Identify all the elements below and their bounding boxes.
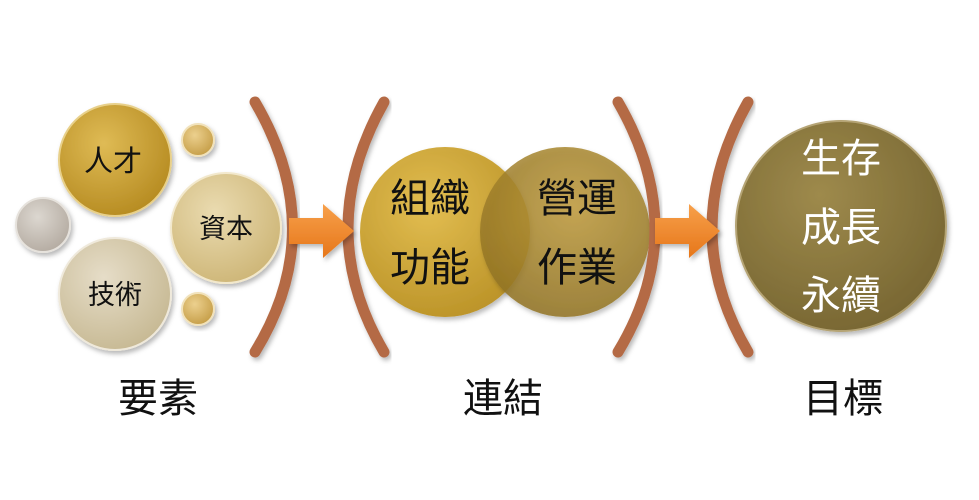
arrow-right-1 [289,204,354,258]
goal-line3: 永續 [801,273,881,319]
goal-line2: 成長 [801,205,881,251]
arrow-right-2 [655,204,720,258]
element-circle-small-top [181,123,215,157]
connection-left-line1: 組織 [390,176,470,222]
element-label-capital: 資本 [199,214,253,245]
connection-right-line1: 營運 [537,176,617,222]
connection-circle-operations [480,147,650,317]
connection-circle-organization [360,147,530,317]
element-circle-grey [15,197,71,253]
element-circle-talent [58,103,172,217]
caption-connection: 連結 [463,376,543,422]
goal-line1: 生存 [801,136,881,182]
element-label-talent: 人才 [84,144,142,178]
bracket-left-2 [612,96,661,358]
element-circle-technology [58,237,172,351]
caption-elements: 要素 [118,376,198,422]
connection-right-line2: 作業 [537,245,617,291]
element-label-technology: 技術 [88,280,142,311]
connection-left-line2: 功能 [390,245,470,291]
element-circle-capital [170,172,282,284]
caption-goal: 目標 [803,376,883,422]
element-circle-small-bottom [181,292,215,326]
goal-circle [735,120,947,332]
